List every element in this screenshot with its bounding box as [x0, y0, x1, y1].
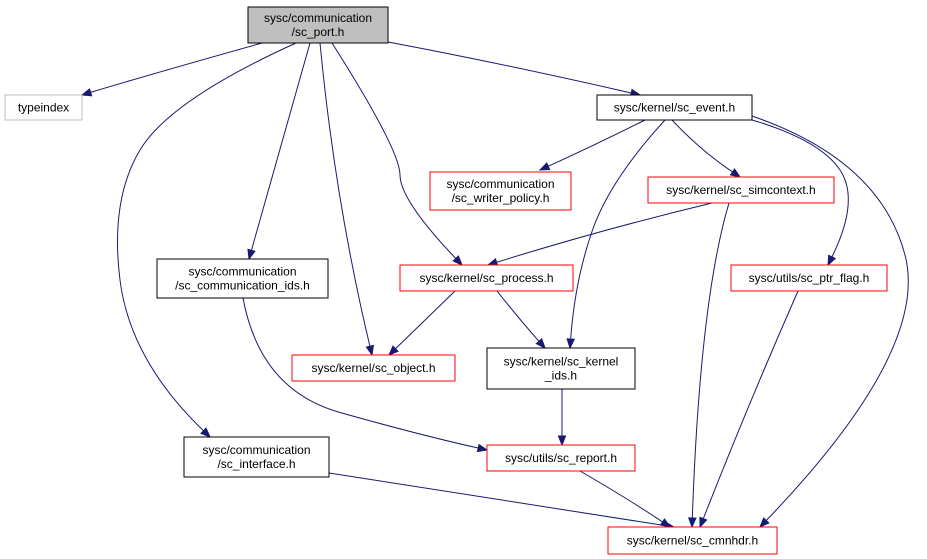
- node-box: [247, 6, 389, 44]
- edge-sc_event-to-sc_writer_policy: [538, 119, 646, 171]
- node-box: [607, 526, 778, 555]
- arrowhead: [452, 255, 463, 266]
- arrowhead: [557, 435, 567, 447]
- node-box: [730, 264, 888, 292]
- node-label-line: typeindex: [18, 101, 69, 115]
- edge-sc_event-to-sc_cmnhdr: [751, 115, 909, 528]
- node-sc-kernel-ids[interactable]: sysc/kernel/sc_kernel_ids.h: [486, 347, 636, 390]
- node-sc-object[interactable]: sysc/kernel/sc_object.h: [291, 354, 456, 382]
- edges-layer: [80, 41, 909, 530]
- node-label-line: /sc_writer_policy.h: [452, 191, 550, 205]
- edge-sc_event-to-sc_ptr_flag: [751, 119, 849, 267]
- node-sc-cmnhdr[interactable]: sysc/kernel/sc_cmnhdr.h: [607, 526, 778, 555]
- node-label-line: sysc/kernel/sc_object.h: [311, 361, 435, 375]
- nodes-layer: sysc/communication/sc_port.h typeindex sys…: [4, 6, 888, 555]
- node-typeindex: typeindex: [4, 94, 83, 121]
- node-label-line: /sc_interface.h: [217, 457, 295, 471]
- edge-sc_ptr_flag-to-sc_cmnhdr: [699, 290, 799, 529]
- edge-sc_port-to-sc_interface: [117, 42, 297, 438]
- node-label-line: sysc/communication: [264, 11, 372, 25]
- edge-sc_event-to-sc_simcontext: [671, 119, 742, 178]
- node-label-line: /sc_port.h: [292, 25, 345, 39]
- node-label-line: sysc/kernel/sc_process.h: [419, 271, 553, 285]
- node-sc-interface[interactable]: sysc/communication/sc_interface.h: [183, 436, 330, 478]
- edge-sc_event-to-sc_kernel_ids: [566, 119, 666, 350]
- node-sc-report[interactable]: sysc/utils/sc_report.h: [486, 444, 636, 472]
- edge-sc_process-to-sc_object: [388, 290, 456, 356]
- arrowhead: [200, 427, 211, 438]
- arrowhead: [759, 517, 770, 528]
- node-label-line: sysc/communication: [188, 265, 296, 279]
- arrowhead: [535, 338, 546, 350]
- node-label-line: sysc/kernel/sc_simcontext.h: [666, 183, 815, 197]
- edge-sc_interface-to-sc_cmnhdr: [328, 472, 676, 530]
- edge-sc_port-to-sc_communication_ids: [247, 42, 311, 261]
- node-box: [486, 444, 636, 472]
- edge-sc_kernel_ids-to-sc_report: [557, 389, 567, 447]
- edge-sc_process-to-sc_kernel_ids: [496, 290, 546, 350]
- arrowhead: [476, 443, 489, 453]
- arrowhead: [80, 88, 93, 97]
- node-box: [429, 171, 572, 211]
- node-label-line: sysc/utils/sc_report.h: [505, 451, 617, 465]
- node-label-line: _ids.h: [544, 369, 577, 383]
- edge-sc_port-to-sc_object: [319, 42, 375, 357]
- arrowhead: [247, 248, 256, 261]
- edge-sc_communication_ids-to-sc_report: [242, 297, 489, 453]
- edge-sc_report-to-sc_cmnhdr: [579, 470, 672, 528]
- node-box: [647, 176, 835, 204]
- node-box: [486, 347, 636, 390]
- node-box: [596, 94, 753, 121]
- edge-sc_port-to-typeindex: [80, 42, 263, 97]
- edge-sc_port-to-sc_process: [331, 42, 463, 266]
- node-box: [399, 264, 574, 292]
- arrowhead: [729, 168, 742, 178]
- node-sc-port: sysc/communication/sc_port.h: [247, 6, 389, 44]
- node-box: [183, 436, 330, 478]
- node-label-line: sysc/kernel/sc_cmnhdr.h: [627, 534, 758, 548]
- arrowhead: [659, 518, 672, 528]
- edge-sc_port-to-sc_event: [387, 41, 642, 98]
- node-label-line: sysc/kernel/sc_event.h: [614, 101, 735, 115]
- node-sc-ptr-flag[interactable]: sysc/utils/sc_ptr_flag.h: [730, 264, 888, 292]
- node-sc-simcontext[interactable]: sysc/kernel/sc_simcontext.h: [647, 176, 835, 204]
- node-label-line: sysc/communication: [202, 443, 310, 457]
- node-label-line: sysc/utils/sc_ptr_flag.h: [749, 271, 870, 285]
- node-sc-writer-policy[interactable]: sysc/communication/sc_writer_policy.h: [429, 171, 572, 211]
- edge-sc_simcontext-to-sc_cmnhdr: [687, 202, 730, 529]
- arrowhead: [699, 516, 708, 529]
- node-box: [4, 94, 83, 121]
- node-box: [156, 258, 329, 299]
- node-sc-communication-ids[interactable]: sysc/communication/sc_communication_ids.…: [156, 258, 329, 299]
- node-label-line: sysc/communication: [446, 177, 554, 191]
- node-label-line: /sc_communication_ids.h: [175, 279, 310, 293]
- arrowhead: [538, 162, 551, 171]
- node-label-line: sysc/kernel/sc_kernel: [504, 355, 619, 369]
- node-sc-event[interactable]: sysc/kernel/sc_event.h: [596, 94, 753, 121]
- arrowhead: [365, 344, 375, 357]
- arrowhead: [388, 345, 399, 356]
- arrowhead: [687, 517, 697, 529]
- arrowhead: [566, 338, 576, 350]
- node-sc-process[interactable]: sysc/kernel/sc_process.h: [399, 264, 574, 292]
- node-box: [291, 354, 456, 382]
- arrowhead: [827, 254, 837, 267]
